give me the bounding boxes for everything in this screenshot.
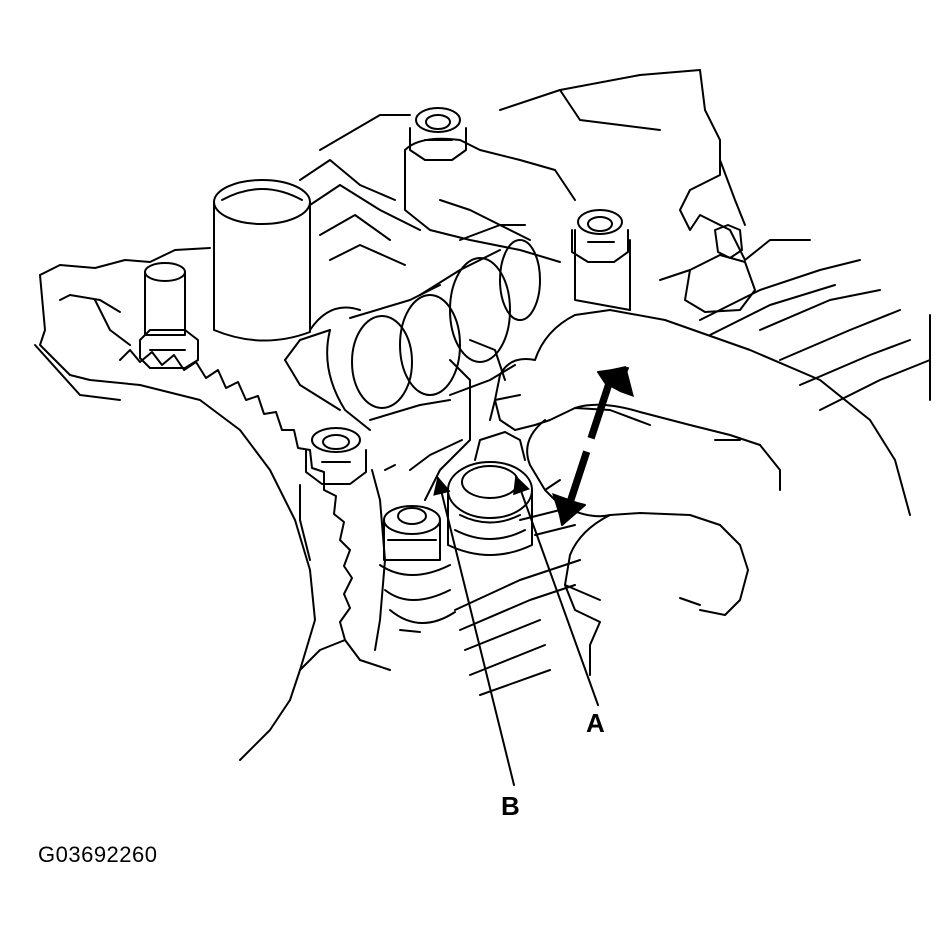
valve-spring-left	[379, 505, 456, 633]
camshaft	[284, 224, 541, 431]
bolt-top	[409, 107, 467, 161]
bolt-left	[139, 262, 199, 369]
figure-id-label: G03692260	[38, 842, 158, 867]
valve-retainer	[447, 394, 533, 556]
bolt-front	[299, 427, 386, 651]
timing-belt	[89, 349, 391, 761]
callout-a-label: A	[586, 708, 605, 738]
bolt-right	[571, 209, 629, 263]
callout-leaders	[433, 475, 599, 786]
cylinder-post	[213, 179, 311, 342]
plug-right	[659, 224, 756, 313]
cylinder-head-outline	[34, 69, 931, 411]
callout-b-label: B	[501, 791, 520, 821]
double-headed-arrow-icon	[552, 366, 634, 526]
